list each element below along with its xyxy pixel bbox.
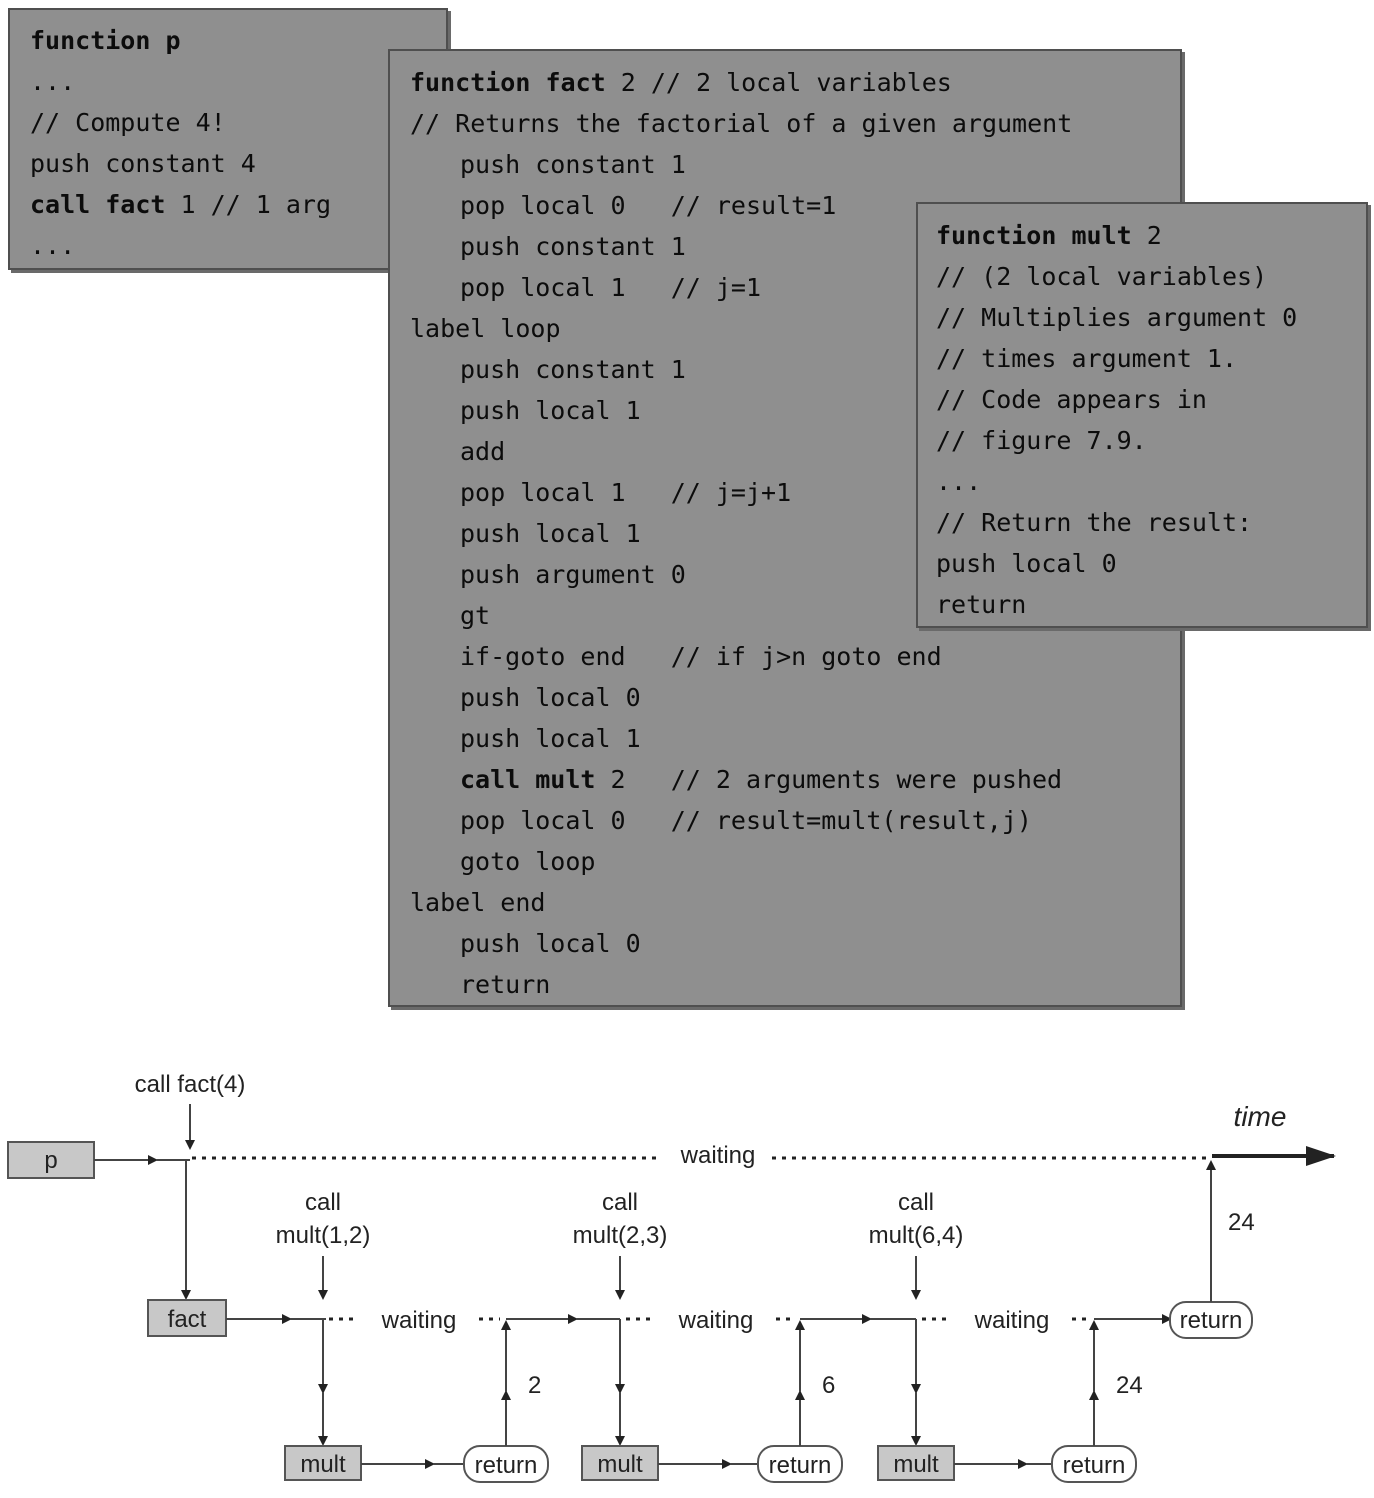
code-mult-line: // (2 local variables) <box>936 262 1268 291</box>
code-fact-line: gt <box>460 601 491 630</box>
code-fact-line: // Returns the factorial of a given argu… <box>410 109 1073 138</box>
code-fact-line: pop local 0 // result=mult(result,j) <box>460 806 1032 835</box>
waiting-label: waiting <box>678 1307 754 1334</box>
code-p-line: ... <box>30 67 76 96</box>
code-box-p: function p... // Compute 4! push constant … <box>8 8 448 270</box>
call-label: call <box>305 1189 341 1216</box>
mult-label: mult <box>597 1451 643 1478</box>
code-fact-line: push constant 1 <box>460 150 686 179</box>
call-args-label: mult(6,4) <box>869 1222 964 1249</box>
return-label: return <box>769 1452 832 1479</box>
call-args-label: mult(2,3) <box>573 1222 668 1249</box>
code-fact-line: push local 1 <box>460 724 641 753</box>
call-label: call <box>602 1189 638 1216</box>
code-fact-line: add <box>460 437 506 466</box>
code-fact-line: push argument 0 <box>460 560 686 589</box>
code-mult-line: ... <box>936 467 982 496</box>
code-fact-line: pop local 1 // j=j+1 <box>460 478 792 507</box>
code-fact-line: return <box>460 970 551 999</box>
mult-label: mult <box>300 1451 346 1478</box>
call-timeline-diagram: call fact(4) p waiting time fact call mul… <box>0 1050 1374 1498</box>
call-args-label: mult(1,2) <box>276 1222 371 1249</box>
final-return-label: return <box>1180 1307 1243 1334</box>
code-mult-line: // figure 7.9. <box>936 426 1147 455</box>
code-p-line: // Compute 4! <box>30 108 226 137</box>
code-p-line: ... <box>30 231 76 260</box>
code-fact-line: push constant 1 <box>460 355 686 384</box>
code-mult-line: return <box>936 590 1027 619</box>
result-value: 2 <box>528 1372 541 1399</box>
code-fact-line: label loop <box>410 314 561 343</box>
call-label: call <box>898 1189 934 1216</box>
mult-box <box>284 1445 362 1481</box>
code-p-line: function p <box>30 26 181 55</box>
code-box-mult: function mult 2 // (2 local variables) // … <box>916 202 1368 628</box>
code-fact-line: push local 0 <box>460 683 641 712</box>
code-fact-line: pop local 0 // result=1 <box>460 191 837 220</box>
code-fact-line: push constant 1 <box>460 232 686 261</box>
final-result-value: 24 <box>1228 1209 1255 1236</box>
code-mult-line: function mult 2 <box>936 221 1162 250</box>
fact-label: fact <box>168 1306 207 1333</box>
code-mult-line: // times argument 1. <box>936 344 1238 373</box>
result-value: 24 <box>1116 1372 1143 1399</box>
code-mult-line: // Code appears in <box>936 385 1207 414</box>
code-fact-line: function fact 2 // 2 local variables <box>410 68 952 97</box>
code-fact-line: if-goto end // if j>n goto end <box>460 642 942 671</box>
call-fact-label: call fact(4) <box>135 1071 246 1098</box>
p-box <box>7 1141 95 1179</box>
fact-box <box>147 1299 227 1337</box>
code-fact-line: push local 1 <box>460 396 641 425</box>
mult-label: mult <box>893 1451 939 1478</box>
code-fact-line: pop local 1 // j=1 <box>460 273 762 302</box>
code-mult-line: // Multiplies argument 0 <box>936 303 1298 332</box>
waiting-label: waiting <box>974 1307 1050 1334</box>
code-fact-line: goto loop <box>460 847 596 876</box>
code-mult-line: // Return the result: <box>936 508 1253 537</box>
result-value: 6 <box>822 1372 835 1399</box>
timeline-svg: call fact(4) p waiting time fact call mul… <box>7 1071 1336 1483</box>
code-fact-line: call mult 2 // 2 arguments were pushed <box>460 765 1063 794</box>
return-label: return <box>475 1452 538 1479</box>
mult-call-segments: call mult(1,2) waiting mult return 2 call mult(… <box>276 1189 1143 1483</box>
p-waiting-label: waiting <box>680 1142 756 1169</box>
return-label: return <box>1063 1452 1126 1479</box>
time-label: time <box>1234 1101 1287 1132</box>
code-p-line: call fact 1 // 1 arg <box>30 190 332 219</box>
code-p-line: push constant 4 <box>30 149 256 178</box>
p-label: p <box>44 1147 57 1174</box>
mult-box <box>581 1445 659 1481</box>
code-fact-line: label end <box>410 888 546 917</box>
code-fact-line: push local 0 <box>460 929 641 958</box>
code-fact-line: push local 1 <box>460 519 641 548</box>
code-mult-line: push local 0 <box>936 549 1117 578</box>
waiting-label: waiting <box>381 1307 457 1334</box>
